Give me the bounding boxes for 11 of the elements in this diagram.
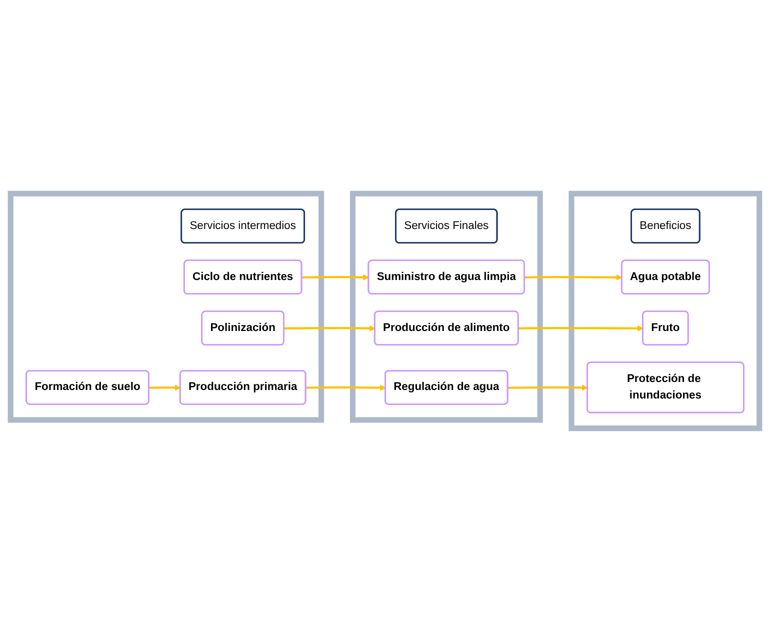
arrow [148,384,181,390]
cluster [8,190,324,422]
arrow [302,274,370,280]
flowchart-drawing: Servicios intermedios Ciclo de nutrientes Polinización Formación de suelo Producción primaria Servicios Finales Suministro de agua limpia Producción de alimento Regulación de agua Beneficios Agua potable Fruto Protección de inundaciones [5,188,765,434]
arrow [524,274,622,280]
arrow [518,324,644,331]
arrow [508,384,588,390]
cluster [350,190,543,422]
arrow [284,324,376,331]
cluster [568,190,762,431]
arrow [306,384,386,390]
